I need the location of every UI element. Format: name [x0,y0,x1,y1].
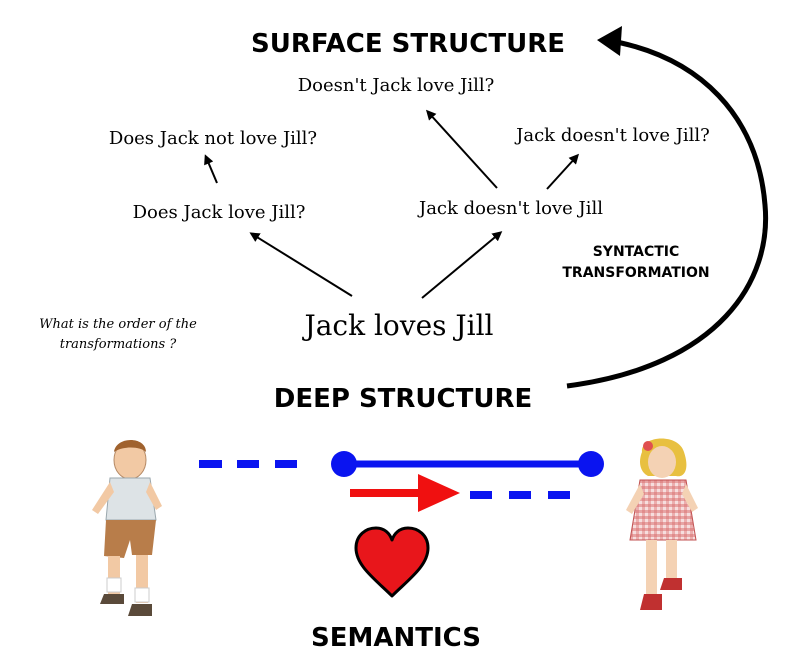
sentence-negation: Jack doesn't love Jill [417,198,603,219]
deep-structure-heading: DEEP STRUCTURE [274,384,533,414]
sentence-question: Does Jack love Jill? [133,202,306,223]
surface-structure-heading: SURFACE STRUCTURE [251,29,565,59]
transformation-label-line2: TRANSFORMATION [562,265,709,281]
syntactic-transformation-arrow [566,37,769,389]
arrow-negation-to-negated-question [425,109,498,189]
blue-endpoint-right [578,451,604,477]
arrow-kernel-to-negation [421,231,503,299]
sentence-negated-rising: Jack doesn't love Jill? [514,125,710,146]
running-girl-illustration [626,438,698,610]
sentence-question-not: Does Jack not love Jill? [109,128,317,149]
arrow-question-to-question-not [204,154,218,184]
sentence-negated-question: Doesn't Jack love Jill? [298,75,495,96]
arrow-kernel-to-question [249,232,353,297]
note-line1: What is the order of the [39,317,197,332]
note-line2: transformations ? [60,337,178,352]
heart-icon [354,526,430,598]
running-boy-illustration [92,440,162,616]
sentence-kernel: Jack loves Jill [301,309,493,342]
arrow-negation-to-negated-rising [546,153,580,190]
blue-endpoint-left [331,451,357,477]
red-arrow-head [418,474,460,512]
transformation-label-line1: SYNTACTIC [593,244,680,260]
derivation-arrows [204,109,580,299]
syntactic-transformation-arrowhead [597,26,622,56]
semantics-heading: SEMANTICS [311,623,481,653]
